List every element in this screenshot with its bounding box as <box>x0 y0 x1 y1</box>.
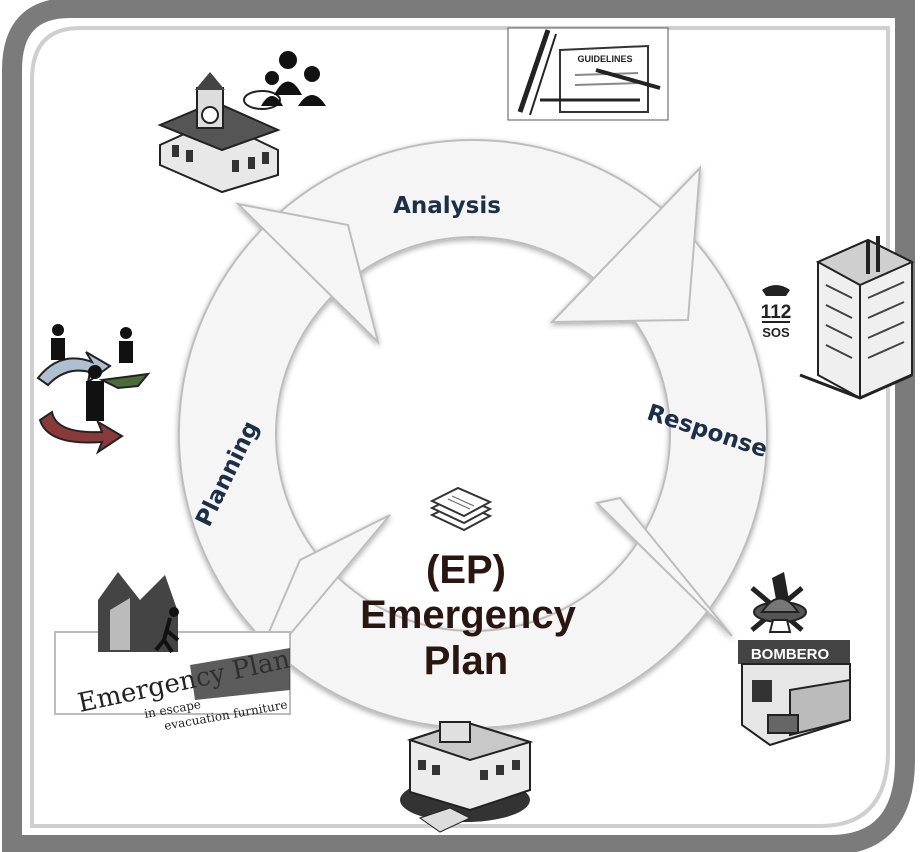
fire-station-sign: BOMBERO <box>751 646 830 663</box>
center-label-abbr: (EP) <box>426 548 506 592</box>
guidelines-document-icon: GUIDELINES <box>507 27 669 121</box>
office-building-icon <box>400 720 534 833</box>
center-label-plan: Plan <box>424 639 508 683</box>
arrowhead-analysis <box>549 165 702 324</box>
fire-station-icon: BOMBERO <box>738 572 851 747</box>
arrowhead-response <box>594 496 733 637</box>
arrowhead-planning <box>234 202 380 346</box>
people-exchange-icon <box>36 324 151 455</box>
center-label-title: Emergency <box>360 593 576 637</box>
sos-label: SOS <box>762 325 790 340</box>
stage-label-analysis: Analysis <box>393 193 501 219</box>
guidelines-label: GUIDELINES <box>577 54 632 64</box>
documents-stack-icon <box>429 486 493 532</box>
emergency-number-label: 112 <box>761 302 792 323</box>
emergency-call-building-icon: 112 SOS <box>761 236 915 400</box>
cycle-ring <box>178 138 768 730</box>
town-hall-meeting-icon <box>157 51 326 194</box>
